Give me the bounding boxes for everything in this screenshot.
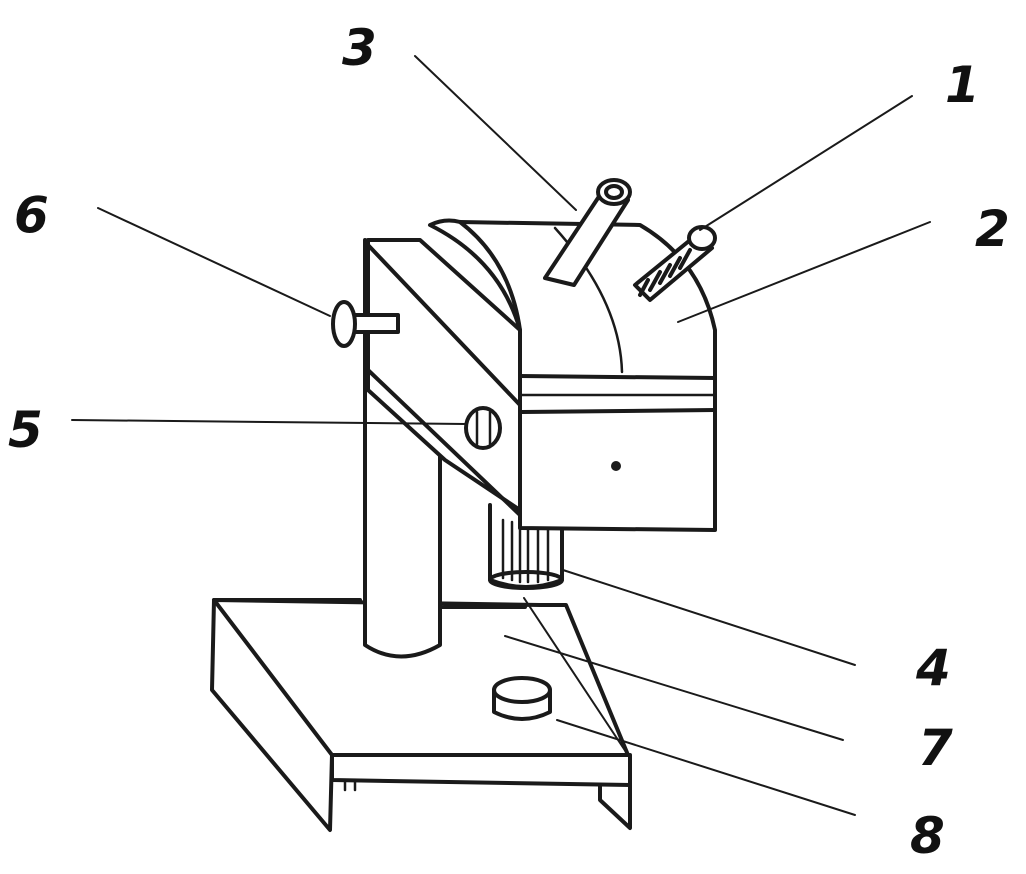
adjustment-screw — [633, 225, 717, 302]
leader-ref-upper — [523, 597, 629, 756]
side-screw — [331, 300, 400, 348]
focus-knob — [464, 406, 502, 450]
label-8: 8 — [910, 807, 945, 865]
eyepiece-tube — [543, 178, 632, 287]
leader-1 — [699, 95, 913, 231]
label-6: 6 — [14, 186, 49, 244]
label-5: 5 — [8, 401, 43, 459]
base-knob — [492, 676, 552, 721]
leader-7 — [504, 635, 844, 741]
label-3: 3 — [342, 19, 377, 77]
leader-4 — [562, 569, 856, 666]
number-labels: 1 2 3 4 5 6 7 8 — [8, 19, 1010, 865]
label-2: 2 — [975, 200, 1010, 258]
leader-3 — [414, 55, 577, 211]
leader-2 — [677, 221, 931, 323]
leader-5 — [71, 419, 467, 425]
leader-lines — [71, 55, 931, 816]
label-7: 7 — [918, 719, 953, 777]
leader-6 — [97, 207, 331, 317]
leader-8 — [556, 719, 856, 816]
label-4: 4 — [915, 639, 951, 697]
label-1: 1 — [945, 56, 980, 114]
base-plate — [210, 598, 632, 832]
head-housing — [428, 218, 717, 532]
